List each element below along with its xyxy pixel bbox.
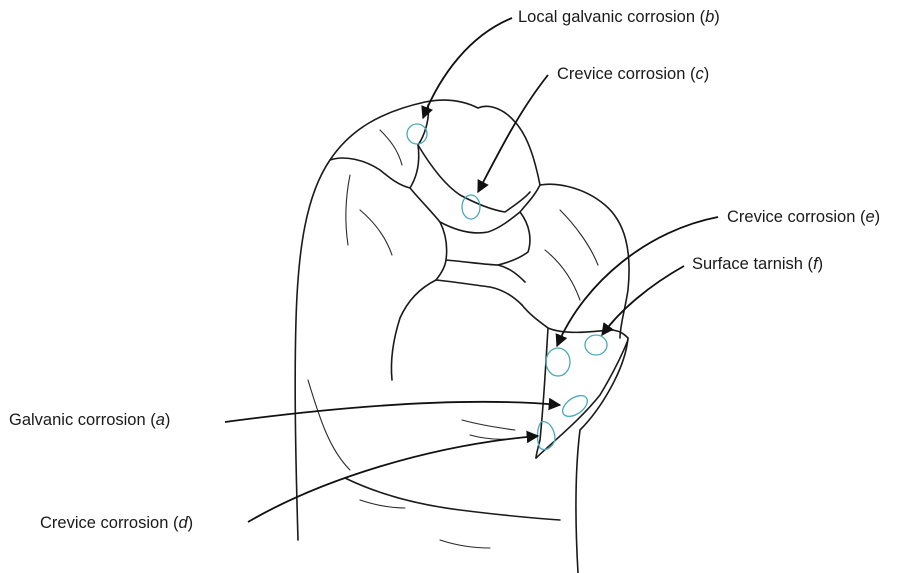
anatomy-line-3 <box>380 130 402 165</box>
anatomy-line-4 <box>560 210 598 265</box>
restoration-lower-band <box>446 260 525 282</box>
site-a-marker <box>559 391 591 420</box>
label-surface-tarnish-f: Surface tarnish (f) <box>692 256 823 273</box>
anatomy-line-6 <box>462 420 515 430</box>
arrow-a <box>225 402 560 422</box>
buccal-cusp-ridge <box>391 280 436 380</box>
root-right-edge <box>576 338 628 573</box>
fissure-centre <box>410 188 447 280</box>
restoration-mid-band <box>436 280 522 305</box>
label-a-letter: a <box>156 411 165 429</box>
label-c-text: Crevice corrosion ( <box>557 65 695 83</box>
label-a-close: ) <box>165 411 171 429</box>
site-c-marker <box>462 195 480 219</box>
root-left-line <box>308 380 350 470</box>
anatomy-line-5 <box>545 250 580 300</box>
proximal-box-bottom <box>536 340 628 458</box>
restoration-isthmus <box>440 212 530 265</box>
label-d-close: ) <box>188 514 194 532</box>
label-galvanic-corrosion-a: Galvanic corrosion (a) <box>9 412 170 429</box>
label-e-text: Crevice corrosion ( <box>727 208 865 226</box>
label-c-close: ) <box>704 65 710 83</box>
label-b-text: Local galvanic corrosion ( <box>518 8 705 26</box>
anatomy-line-9 <box>440 540 490 548</box>
label-e-close: ) <box>875 208 881 226</box>
label-e-letter: e <box>865 208 874 226</box>
proximal-box-right <box>548 328 628 338</box>
label-crevice-corrosion-d: Crevice corrosion (d) <box>40 515 193 532</box>
arrow-f <box>602 266 684 335</box>
label-b-close: ) <box>714 8 720 26</box>
label-local-galvanic-corrosion-b: Local galvanic corrosion (b) <box>518 9 720 26</box>
arrow-e <box>557 217 718 346</box>
proximal-box-left <box>522 305 548 458</box>
anatomy-line-8 <box>360 500 405 508</box>
cervical-line <box>345 478 560 520</box>
label-c-letter: c <box>695 65 703 83</box>
anatomy-line-1 <box>346 175 350 245</box>
tooth-outline <box>295 100 629 540</box>
label-f-close: ) <box>818 255 824 273</box>
label-d-text: Crevice corrosion ( <box>40 514 178 532</box>
label-crevice-corrosion-e: Crevice corrosion (e) <box>727 209 880 226</box>
label-a-text: Galvanic corrosion ( <box>9 411 156 429</box>
restoration-upper-margin <box>418 145 530 212</box>
anatomy-line-2 <box>360 210 392 255</box>
label-d-letter: d <box>178 514 187 532</box>
label-f-text: Surface tarnish ( <box>692 255 813 273</box>
label-b-letter: b <box>705 8 714 26</box>
arrow-d <box>248 436 538 522</box>
label-crevice-corrosion-c: Crevice corrosion (c) <box>557 66 709 83</box>
site-e-marker <box>546 348 570 376</box>
site-f-marker <box>585 335 607 355</box>
